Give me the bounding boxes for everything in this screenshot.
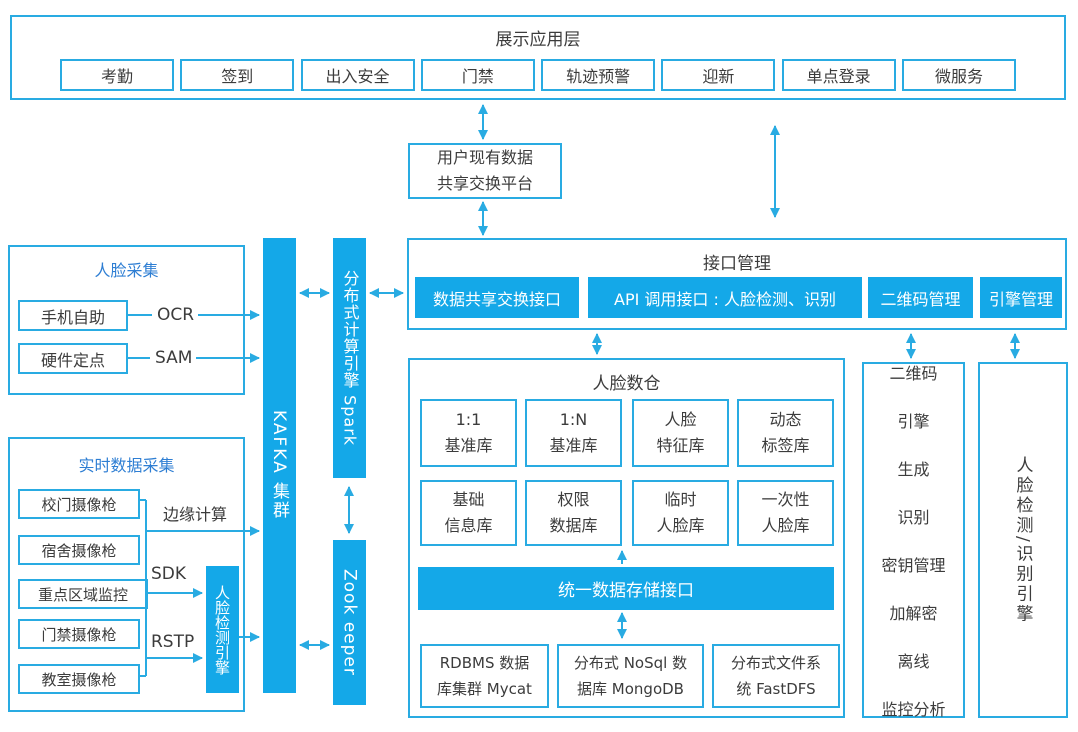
edge-computing-label: 边缘计算 [163, 505, 228, 524]
app-button-door-control: 门禁 [420, 59, 535, 91]
user-data-platform-box: 用户现有数据 共享交换平台 [408, 143, 562, 199]
data-share-api-box: 数据共享交换接口 [415, 277, 579, 318]
engine-mgmt-box: 引擎管理 [980, 277, 1062, 318]
qr-item-generate: 生成 [897, 460, 930, 479]
display-layer-title: 展示应用层 [495, 30, 581, 50]
db-permission: 权限数据库 [525, 480, 622, 546]
spark-engine-bar: 分布式计算引擎 Spark [333, 238, 366, 478]
unified-storage-api-bar: 统一数据存储接口 [418, 567, 834, 610]
db-basic-info: 基础信息库 [420, 480, 517, 546]
app-button-attendance: 考勤 [60, 59, 174, 91]
qr-item-recognize: 识别 [897, 508, 930, 527]
zookeeper-bar: Zook eeper [333, 540, 366, 705]
hardware-fixed-box: 硬件定点 [18, 343, 128, 374]
camera-key-area-monitor: 重点区域监控 [18, 579, 148, 609]
db-face-feature: 人脸特征库 [632, 399, 729, 467]
user-platform-line1: 用户现有数据 [436, 148, 533, 167]
sdk-label: SDK [151, 564, 187, 584]
qrcode-engine-column: 二维码 引擎 生成 识别 密钥管理 加解密 离线 监控分析 [862, 362, 965, 719]
qr-item-key-mgmt: 密钥管理 [881, 556, 946, 575]
app-button-access-safety: 出入安全 [300, 59, 415, 91]
mobile-self-service-box: 手机自助 [18, 300, 128, 331]
rdbms-mycat-box: RDBMS 数据库集群 Mycat [420, 644, 549, 708]
nosql-mongodb-box: 分布式 NoSql 数据库 MongoDB [557, 644, 704, 708]
camera-dormitory: 宿舍摄像枪 [18, 535, 140, 565]
app-button-sso: 单点登录 [781, 59, 896, 91]
app-button-checkin: 签到 [180, 59, 295, 91]
api-call-box: API 调用接口 : 人脸检测、识别 [588, 277, 862, 318]
camera-door-access: 门禁摄像枪 [18, 619, 140, 649]
qr-item-offline: 离线 [897, 652, 930, 671]
user-platform-line2: 共享交换平台 [436, 174, 533, 193]
qr-item-engine: 引擎 [897, 412, 930, 431]
ocr-label: OCR [157, 305, 195, 325]
db-temp-face: 临时人脸库 [632, 480, 729, 546]
qrcode-mgmt-box: 二维码管理 [868, 277, 973, 318]
display-layer-buttons: 考勤 签到 出入安全 门禁 轨迹预警 迎新 单点登录 微服务 [60, 59, 1016, 91]
kafka-cluster-bar: KAFKA 集群 [263, 238, 296, 693]
db-onetime-face: 一次性人脸库 [737, 480, 834, 546]
sam-label: SAM [155, 348, 193, 368]
camera-school-gate: 校门摄像枪 [18, 489, 140, 519]
app-button-welcome: 迎新 [661, 59, 776, 91]
realtime-collection-panel: 实时数据采集 校门摄像枪 宿舍摄像枪 重点区域监控 门禁摄像枪 教室摄像枪 [8, 437, 245, 712]
rstp-label: RSTP [151, 632, 195, 652]
db-dynamic-tag: 动态标签库 [737, 399, 834, 467]
qr-item-encrypt: 加解密 [889, 604, 938, 623]
qr-item-qrcode: 二维码 [889, 364, 938, 383]
face-collection-title: 人脸采集 [94, 261, 159, 280]
realtime-collection-title: 实时数据采集 [78, 456, 175, 475]
fastdfs-box: 分布式文件系统 FastDFS [712, 644, 840, 708]
interface-mgmt-title: 接口管理 [703, 254, 771, 274]
face-detect-engine-bar: 人脸检测引擎 [206, 566, 239, 693]
face-detect-recognize-column: 人脸检测/识别引擎 [978, 362, 1068, 718]
app-button-track-warning: 轨迹预警 [541, 59, 656, 91]
camera-classroom: 教室摄像枪 [18, 664, 140, 694]
display-layer-panel: 展示应用层 考勤 签到 出入安全 门禁 轨迹预警 迎新 单点登录 微服务 [10, 15, 1066, 100]
face-collection-panel: 人脸采集 手机自助 硬件定点 [8, 245, 245, 395]
face-warehouse-title: 人脸数仓 [592, 374, 661, 394]
interface-mgmt-panel: 接口管理 数据共享交换接口 API 调用接口 : 人脸检测、识别 二维码管理 引… [407, 238, 1067, 330]
app-button-microservice: 微服务 [901, 59, 1016, 91]
qr-item-monitor: 监控分析 [881, 700, 946, 719]
